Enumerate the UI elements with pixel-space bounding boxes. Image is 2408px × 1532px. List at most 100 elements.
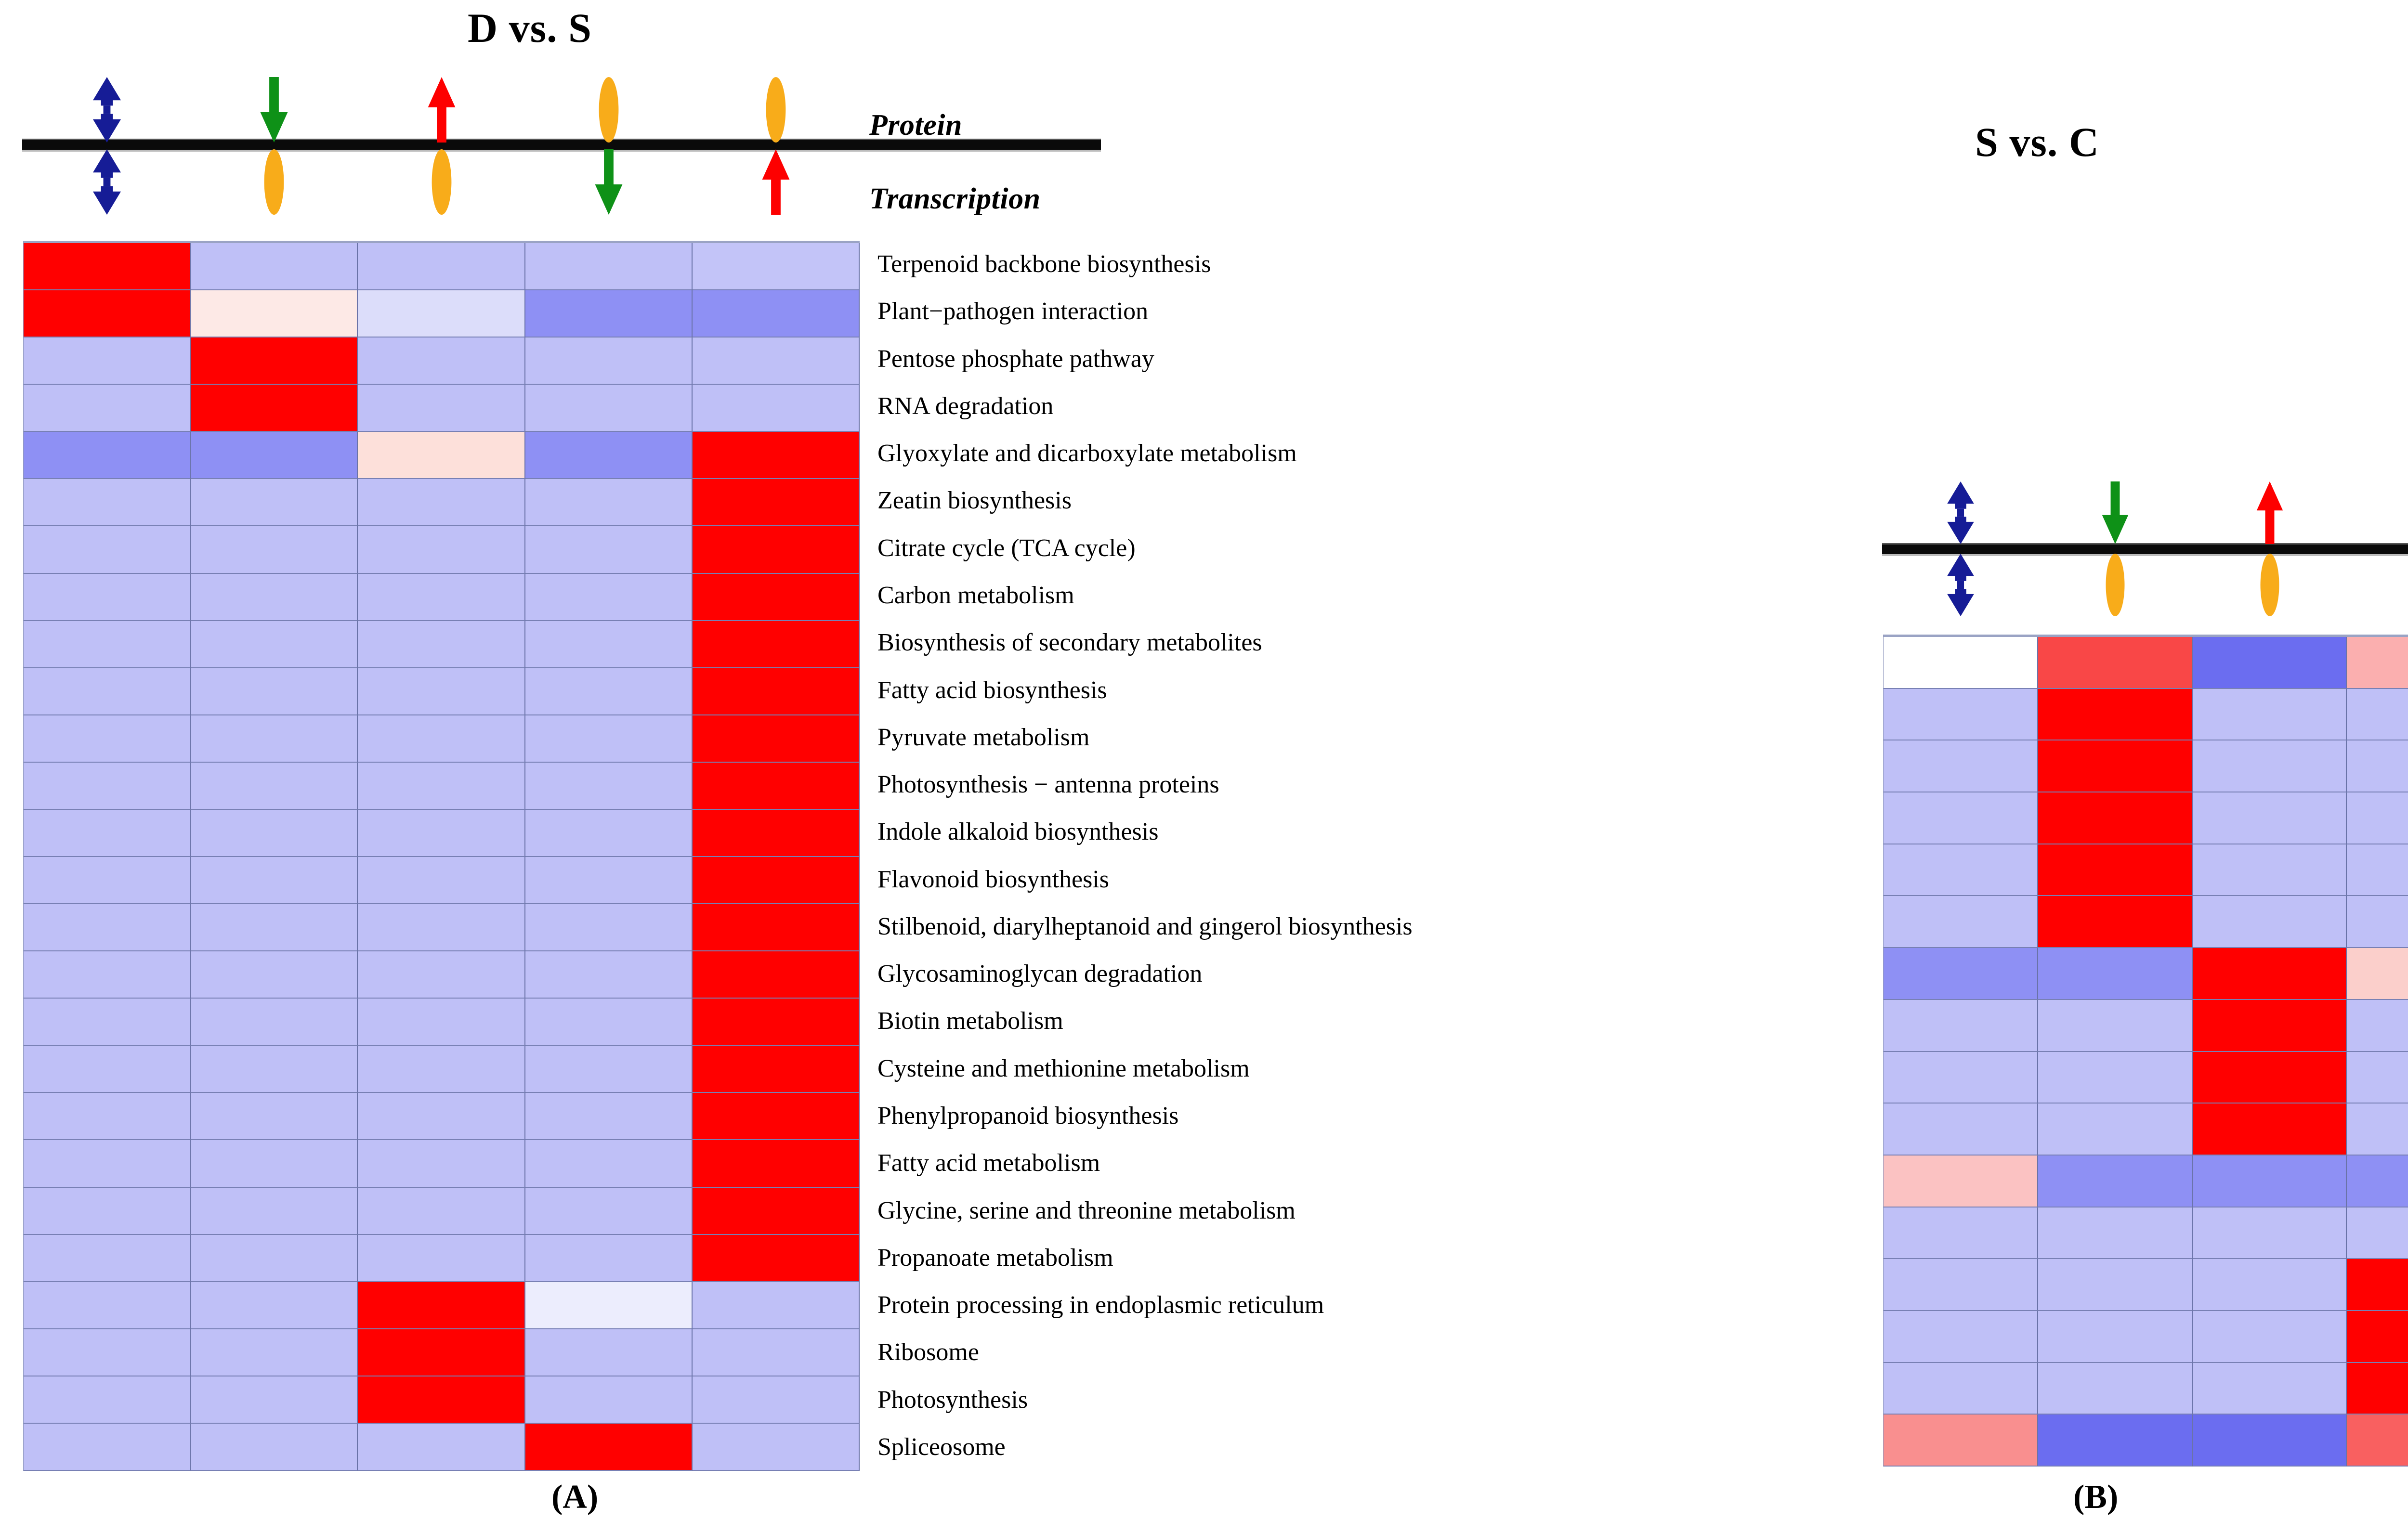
heatmap-cell — [191, 1376, 358, 1424]
panel-b: S vs. C Protein Transcription Phenylprop… — [1397, 0, 2408, 1532]
heatmap-cell — [1884, 1415, 2038, 1467]
panel-b-title: S vs. C — [1975, 119, 2099, 165]
heatmap-cell — [2038, 792, 2193, 844]
heatmap-cell — [2347, 1415, 2408, 1467]
heatmap-cell — [191, 526, 358, 574]
heatmap-row-label: Plant−pathogen interaction — [877, 298, 1149, 325]
transcription-icon-green-down-arrow — [2404, 554, 2408, 616]
heatmap-cell — [24, 573, 191, 621]
heatmap-cell — [191, 762, 358, 810]
heatmap-cell — [24, 1187, 191, 1235]
heatmap-cell — [525, 338, 693, 385]
heatmap-cell — [191, 573, 358, 621]
heatmap-cell — [358, 385, 525, 432]
heatmap-cell — [692, 1376, 860, 1424]
heatmap-cell — [525, 1046, 693, 1093]
heatmap-cell — [24, 1140, 191, 1188]
heatmap-cell — [692, 809, 860, 857]
heatmap-cell — [2192, 1155, 2347, 1207]
heatmap-cell — [358, 951, 525, 999]
heatmap-cell — [358, 999, 525, 1046]
heatmap-cell — [358, 1376, 525, 1424]
heatmap-a — [23, 241, 860, 1471]
heatmap-cell — [358, 857, 525, 905]
heatmap-cell — [2347, 1363, 2408, 1415]
heatmap-row-label: Flavonoid biosynthesis — [877, 865, 1110, 893]
heatmap-cell — [692, 573, 860, 621]
heatmap-cell — [2192, 637, 2347, 689]
heatmap-cell — [358, 1140, 525, 1188]
heatmap-cell — [525, 243, 693, 291]
heatmap-cell — [24, 385, 191, 432]
heatmap-cell — [2038, 1207, 2193, 1259]
heatmap-cell — [2038, 1052, 2193, 1104]
heatmap-cell — [358, 668, 525, 715]
heatmap-cell — [358, 290, 525, 338]
heatmap-cell — [358, 243, 525, 291]
protein-icon-green-down-arrow — [253, 77, 295, 143]
heatmap-cell — [191, 479, 358, 527]
heatmap-cell — [24, 951, 191, 999]
heatmap-cell — [24, 526, 191, 574]
heatmap-cell — [1884, 1104, 2038, 1155]
heatmap-row-label: Photosynthesis − antenna proteins — [877, 771, 1219, 799]
heatmap-cell — [2192, 844, 2347, 896]
heatmap-cell — [2347, 844, 2408, 896]
heatmap-cell — [1884, 637, 2038, 689]
heatmap-row-label: Stilbenoid, diarylheptanoid and gingerol… — [877, 912, 1413, 940]
heatmap-row-label: Biotin metabolism — [877, 1007, 1063, 1035]
heatmap-row-label: Ribosome — [877, 1338, 979, 1366]
heatmap-cell — [525, 1423, 693, 1471]
transcription-icon-green-down-arrow — [588, 149, 630, 215]
heatmap-cell — [2038, 637, 2193, 689]
heatmap-cell — [358, 1282, 525, 1329]
heatmap-cell — [24, 715, 191, 763]
heatmap-row-label: Protein processing in endoplasmic reticu… — [877, 1291, 1324, 1319]
heatmap-cell — [1884, 1000, 2038, 1052]
legend-protein-label: Protein — [869, 109, 962, 142]
heatmap-cell — [191, 1423, 358, 1471]
heatmap-cell — [2347, 688, 2408, 741]
heatmap-row-label: Pyruvate metabolism — [877, 723, 1090, 751]
heatmap-cell — [525, 999, 693, 1046]
heatmap-cell — [191, 1093, 358, 1141]
heatmap-cell — [191, 1046, 358, 1093]
heatmap-cell — [1884, 896, 2038, 948]
heatmap-row-label: Pentose phosphate pathway — [877, 345, 1154, 373]
heatmap-cell — [692, 904, 860, 952]
heatmap-cell — [2038, 1363, 2193, 1415]
protein-icon-red-up-arrow — [2250, 481, 2290, 544]
heatmap-cell — [24, 1093, 191, 1141]
heatmap-cell — [2038, 740, 2193, 793]
heatmap-cell — [2192, 1311, 2347, 1363]
transcription-icon-orange-ellipse — [2250, 554, 2290, 616]
heatmap-cell — [692, 526, 860, 574]
heatmap-cell — [358, 904, 525, 952]
heatmap-cell — [191, 857, 358, 905]
heatmap-cell — [358, 1329, 525, 1376]
heatmap-cell — [692, 951, 860, 999]
panel-a-title: D vs. S — [468, 5, 592, 51]
heatmap-cell — [191, 1282, 358, 1329]
heatmap-cell — [2347, 948, 2408, 1000]
heatmap-cell — [24, 1329, 191, 1376]
heatmap-cell — [525, 573, 693, 621]
heatmap-cell — [358, 573, 525, 621]
heatmap-cell — [692, 1046, 860, 1093]
heatmap-cell — [358, 338, 525, 385]
heatmap-cell — [24, 243, 191, 291]
heatmap-cell — [191, 809, 358, 857]
heatmap-row-label: Fatty acid metabolism — [877, 1149, 1100, 1177]
heatmap-cell — [525, 1140, 693, 1188]
heatmap-cell — [692, 1140, 860, 1188]
heatmap-cell — [191, 432, 358, 480]
heatmap-cell — [692, 1423, 860, 1471]
heatmap-cell — [2192, 1207, 2347, 1259]
heatmap-cell — [1884, 948, 2038, 1000]
heatmap-cell — [2038, 896, 2193, 948]
heatmap-cell — [692, 338, 860, 385]
heatmap-cell — [2192, 1259, 2347, 1311]
heatmap-cell — [692, 1329, 860, 1376]
heatmap-cell — [2192, 1415, 2347, 1467]
heatmap-cell — [358, 809, 525, 857]
